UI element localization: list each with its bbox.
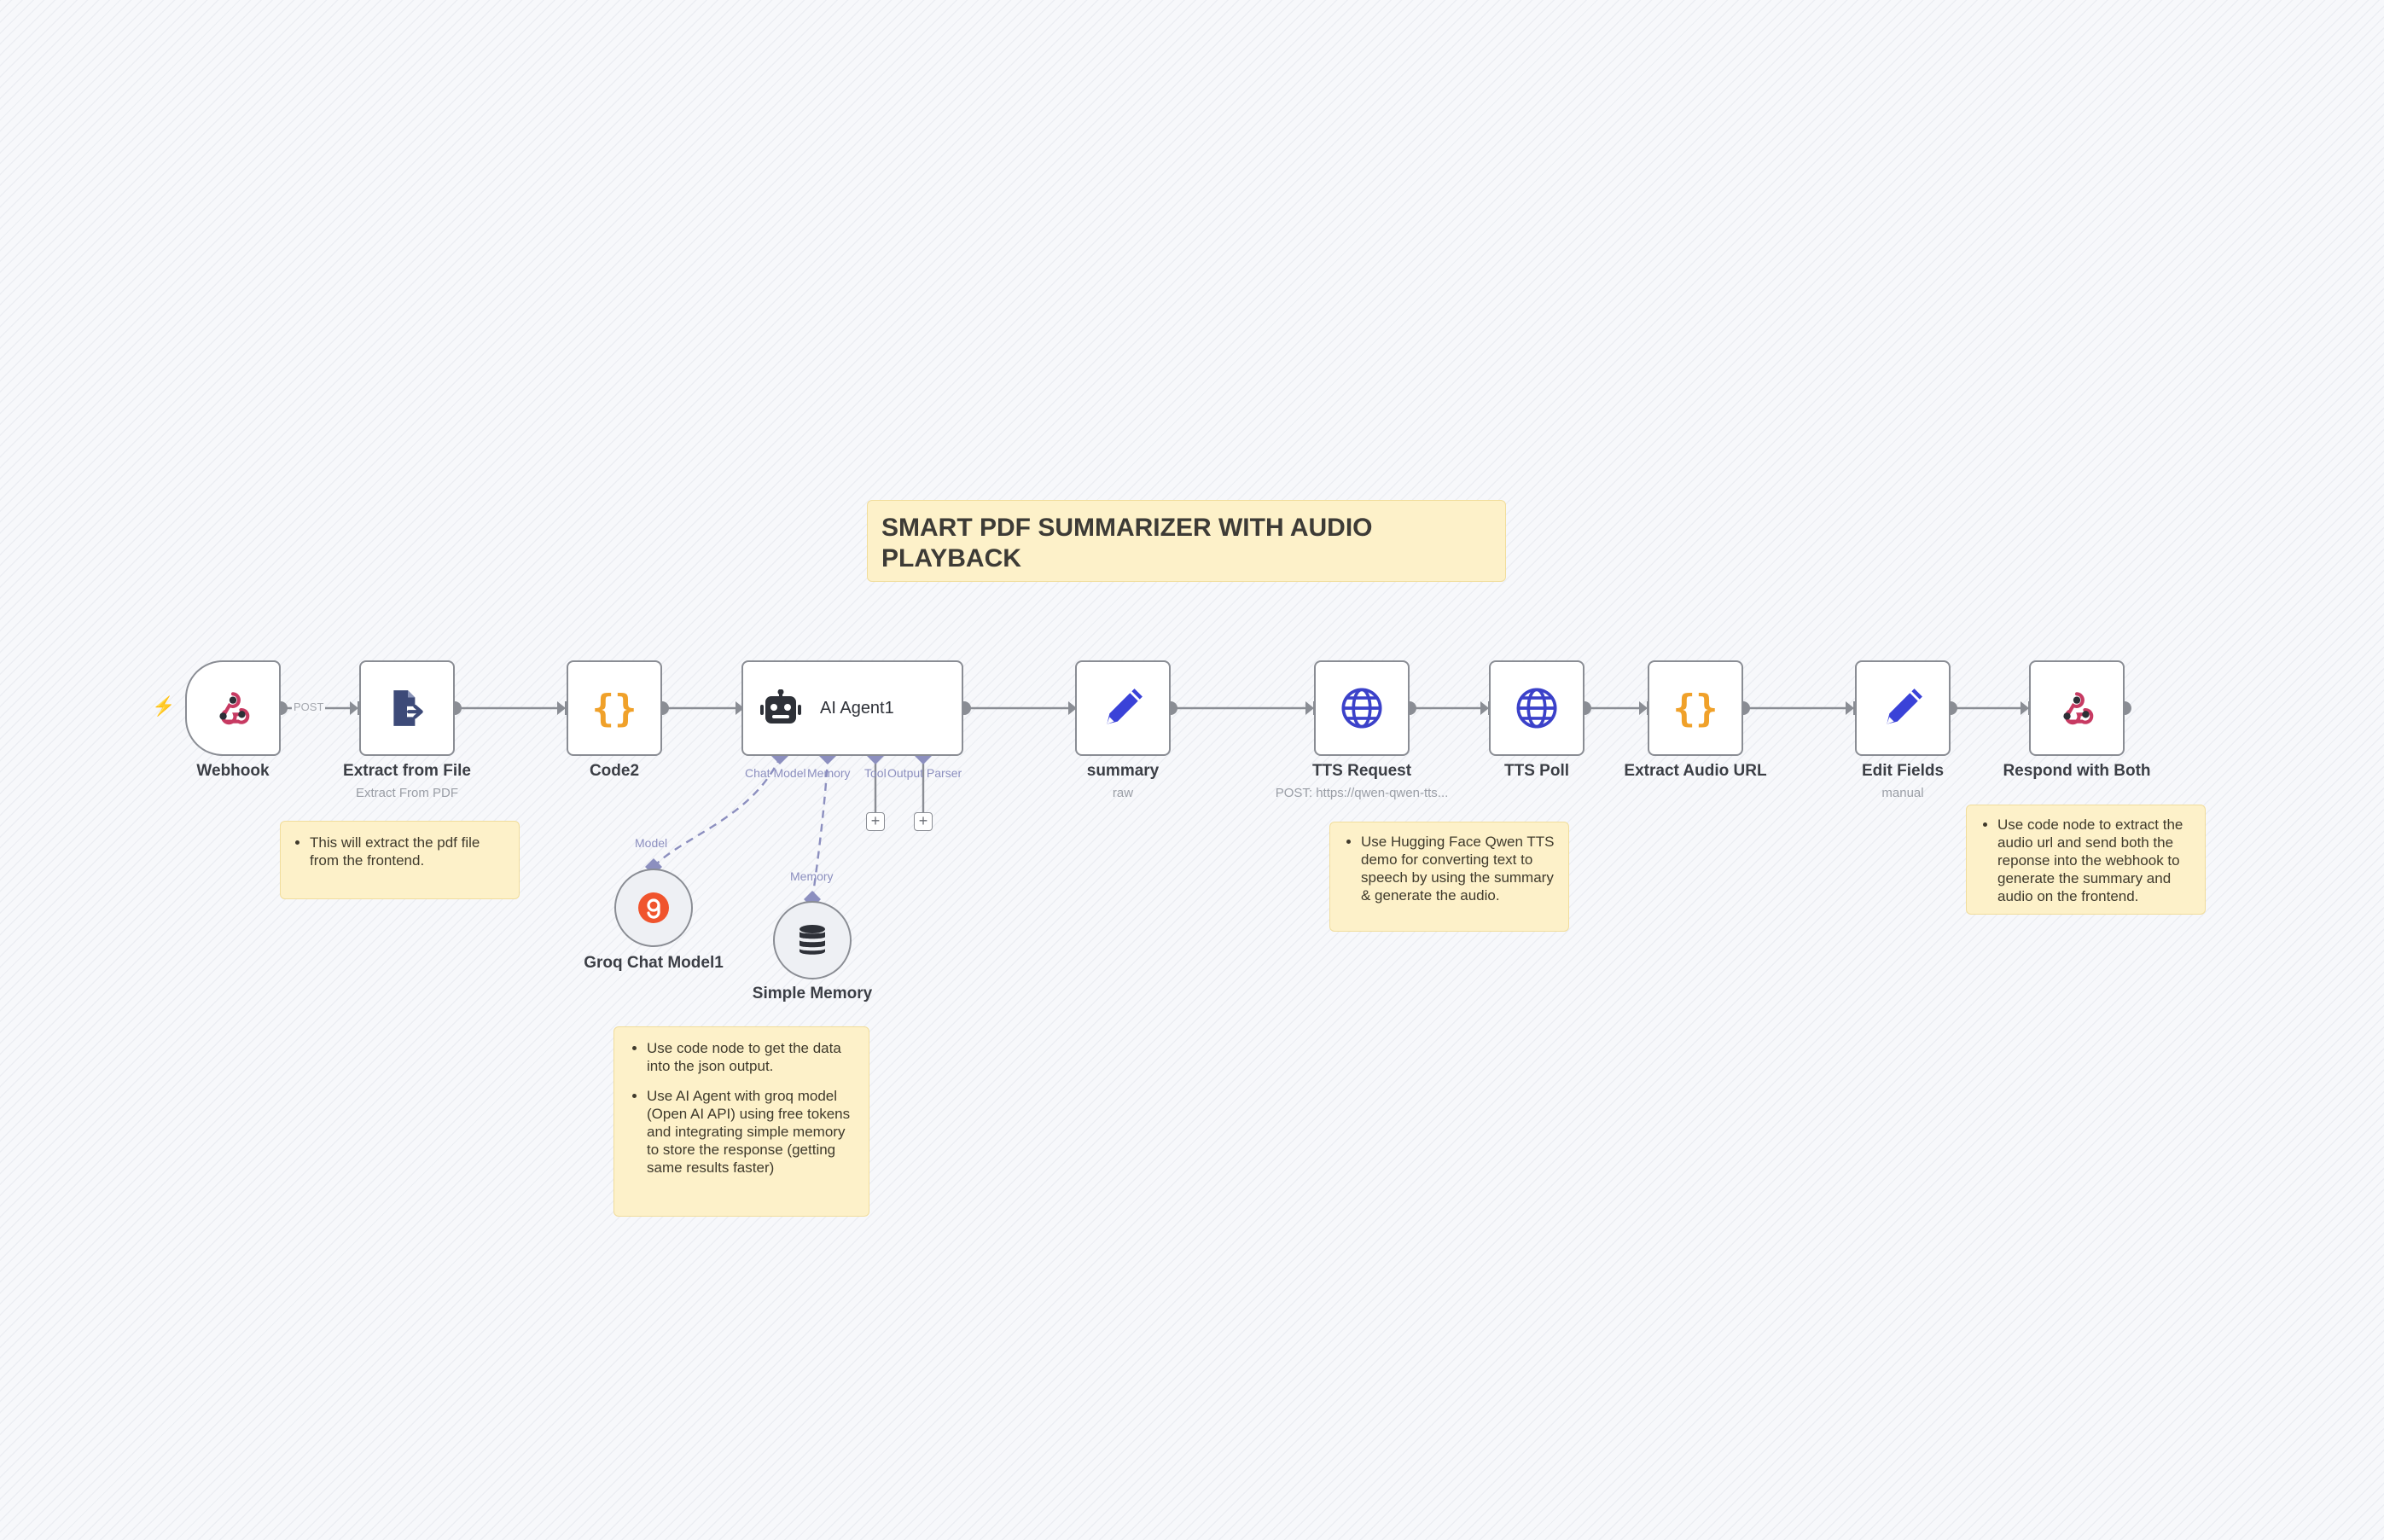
arrow-code2 — [557, 701, 566, 715]
node-respond-with-both[interactable] — [2029, 660, 2125, 756]
sticky-note-item: This will extract the pdf file from the … — [310, 834, 509, 869]
node-subtitle-tts-request: POST: https://qwen-qwen-tts... — [1275, 786, 1449, 800]
globe-icon — [1516, 688, 1557, 729]
arrow-ttspoll — [1480, 701, 1489, 715]
node-subtitle-summary: raw — [1112, 786, 1134, 800]
node-summary[interactable] — [1075, 660, 1171, 756]
add-tool-button[interactable]: + — [866, 812, 885, 831]
arrow-respond — [2021, 701, 2029, 715]
port-label-output-parser: Output Parser — [887, 766, 962, 780]
curly-braces-icon: {} — [591, 686, 637, 730]
node-label-code2: Code2 — [589, 762, 640, 780]
node-simple-memory[interactable] — [773, 901, 852, 979]
sticky-note-agent-list: Use code node to get the data into the j… — [630, 1039, 860, 1177]
sticky-note-extract[interactable]: This will extract the pdf file from the … — [280, 821, 520, 899]
pencil-icon — [1887, 689, 1922, 724]
node-label-respond-with-both: Respond with Both — [2003, 762, 2151, 780]
arrow-editfields — [1846, 701, 1854, 715]
node-webhook[interactable] — [185, 660, 281, 756]
port-label-memory-sub: Memory — [790, 869, 834, 883]
sticky-note-item: Use Hugging Face Qwen TTS demo for conve… — [1361, 833, 1560, 904]
node-label-tts-request: TTS Request — [1311, 762, 1412, 780]
node-title-ai-agent: AI Agent1 — [820, 698, 894, 718]
sticky-note-tts-list: Use Hugging Face Qwen TTS demo for conve… — [1344, 833, 1560, 904]
node-groq-chat-model[interactable] — [614, 869, 693, 947]
sticky-note-item: Use code node to extract the audio url a… — [1997, 816, 2196, 905]
port-label-tool: Tool — [864, 766, 887, 780]
lightning-bolt-icon: ⚡ — [152, 695, 176, 717]
node-code2[interactable]: {} — [567, 660, 662, 756]
database-icon — [800, 925, 825, 955]
node-label-extract-audio-url: Extract Audio URL — [1624, 762, 1767, 780]
node-subtitle-extract-from-file: Extract From PDF — [355, 786, 458, 800]
node-tts-request[interactable] — [1314, 660, 1410, 756]
port-label-model: Model — [635, 836, 668, 850]
node-edit-fields[interactable] — [1855, 660, 1951, 756]
webhook-icon — [219, 692, 250, 725]
node-extract-from-file[interactable] — [359, 660, 455, 756]
node-label-extract-from-file: Extract from File — [343, 762, 471, 780]
edge-label-post: POST — [292, 700, 326, 713]
robot-icon — [760, 689, 801, 724]
sticky-note-title[interactable]: SMART PDF SUMMARIZER WITH AUDIO PLAYBACK — [867, 500, 1506, 582]
sticky-note-item: Use code node to get the data into the j… — [647, 1039, 860, 1075]
globe-icon — [1341, 688, 1382, 729]
pencil-icon — [1107, 689, 1143, 724]
sticky-note-agent[interactable]: Use code node to get the data into the j… — [613, 1026, 869, 1217]
arrow-extractaudio — [1639, 701, 1648, 715]
node-tts-poll[interactable] — [1489, 660, 1584, 756]
sticky-note-tts[interactable]: Use Hugging Face Qwen TTS demo for conve… — [1329, 822, 1569, 932]
sticky-note-respond-list: Use code node to extract the audio url a… — [1980, 816, 2196, 905]
sticky-note-respond[interactable]: Use code node to extract the audio url a… — [1966, 805, 2206, 915]
sticky-note-item: Use AI Agent with groq model (Open AI AP… — [647, 1087, 860, 1177]
node-ai-agent[interactable]: AI Agent1 — [741, 660, 963, 756]
port-label-chat-model: Chat Model — [745, 766, 806, 780]
curly-braces-icon: {} — [1672, 686, 1718, 730]
add-output-parser-button[interactable]: + — [914, 812, 933, 831]
node-label-edit-fields: Edit Fields — [1861, 762, 1945, 780]
workflow-title: SMART PDF SUMMARIZER WITH AUDIO PLAYBACK — [881, 514, 1373, 572]
node-label-tts-poll: TTS Poll — [1504, 762, 1569, 780]
arrow-extract — [350, 701, 358, 715]
port-label-memory: Memory — [807, 766, 851, 780]
node-subtitle-edit-fields: manual — [1881, 786, 1924, 800]
sticky-note-extract-list: This will extract the pdf file from the … — [293, 834, 509, 869]
webhook-icon — [2063, 692, 2094, 725]
node-extract-audio-url[interactable]: {} — [1648, 660, 1743, 756]
arrow-ttsrequest — [1305, 701, 1314, 715]
groq-logo-icon — [638, 892, 669, 923]
node-label-webhook: Webhook — [196, 762, 270, 780]
node-label-groq-chat-model: Groq Chat Model1 — [584, 954, 724, 972]
node-label-simple-memory: Simple Memory — [752, 985, 873, 1002]
node-label-summary: summary — [1086, 762, 1160, 780]
file-export-icon — [393, 690, 423, 726]
